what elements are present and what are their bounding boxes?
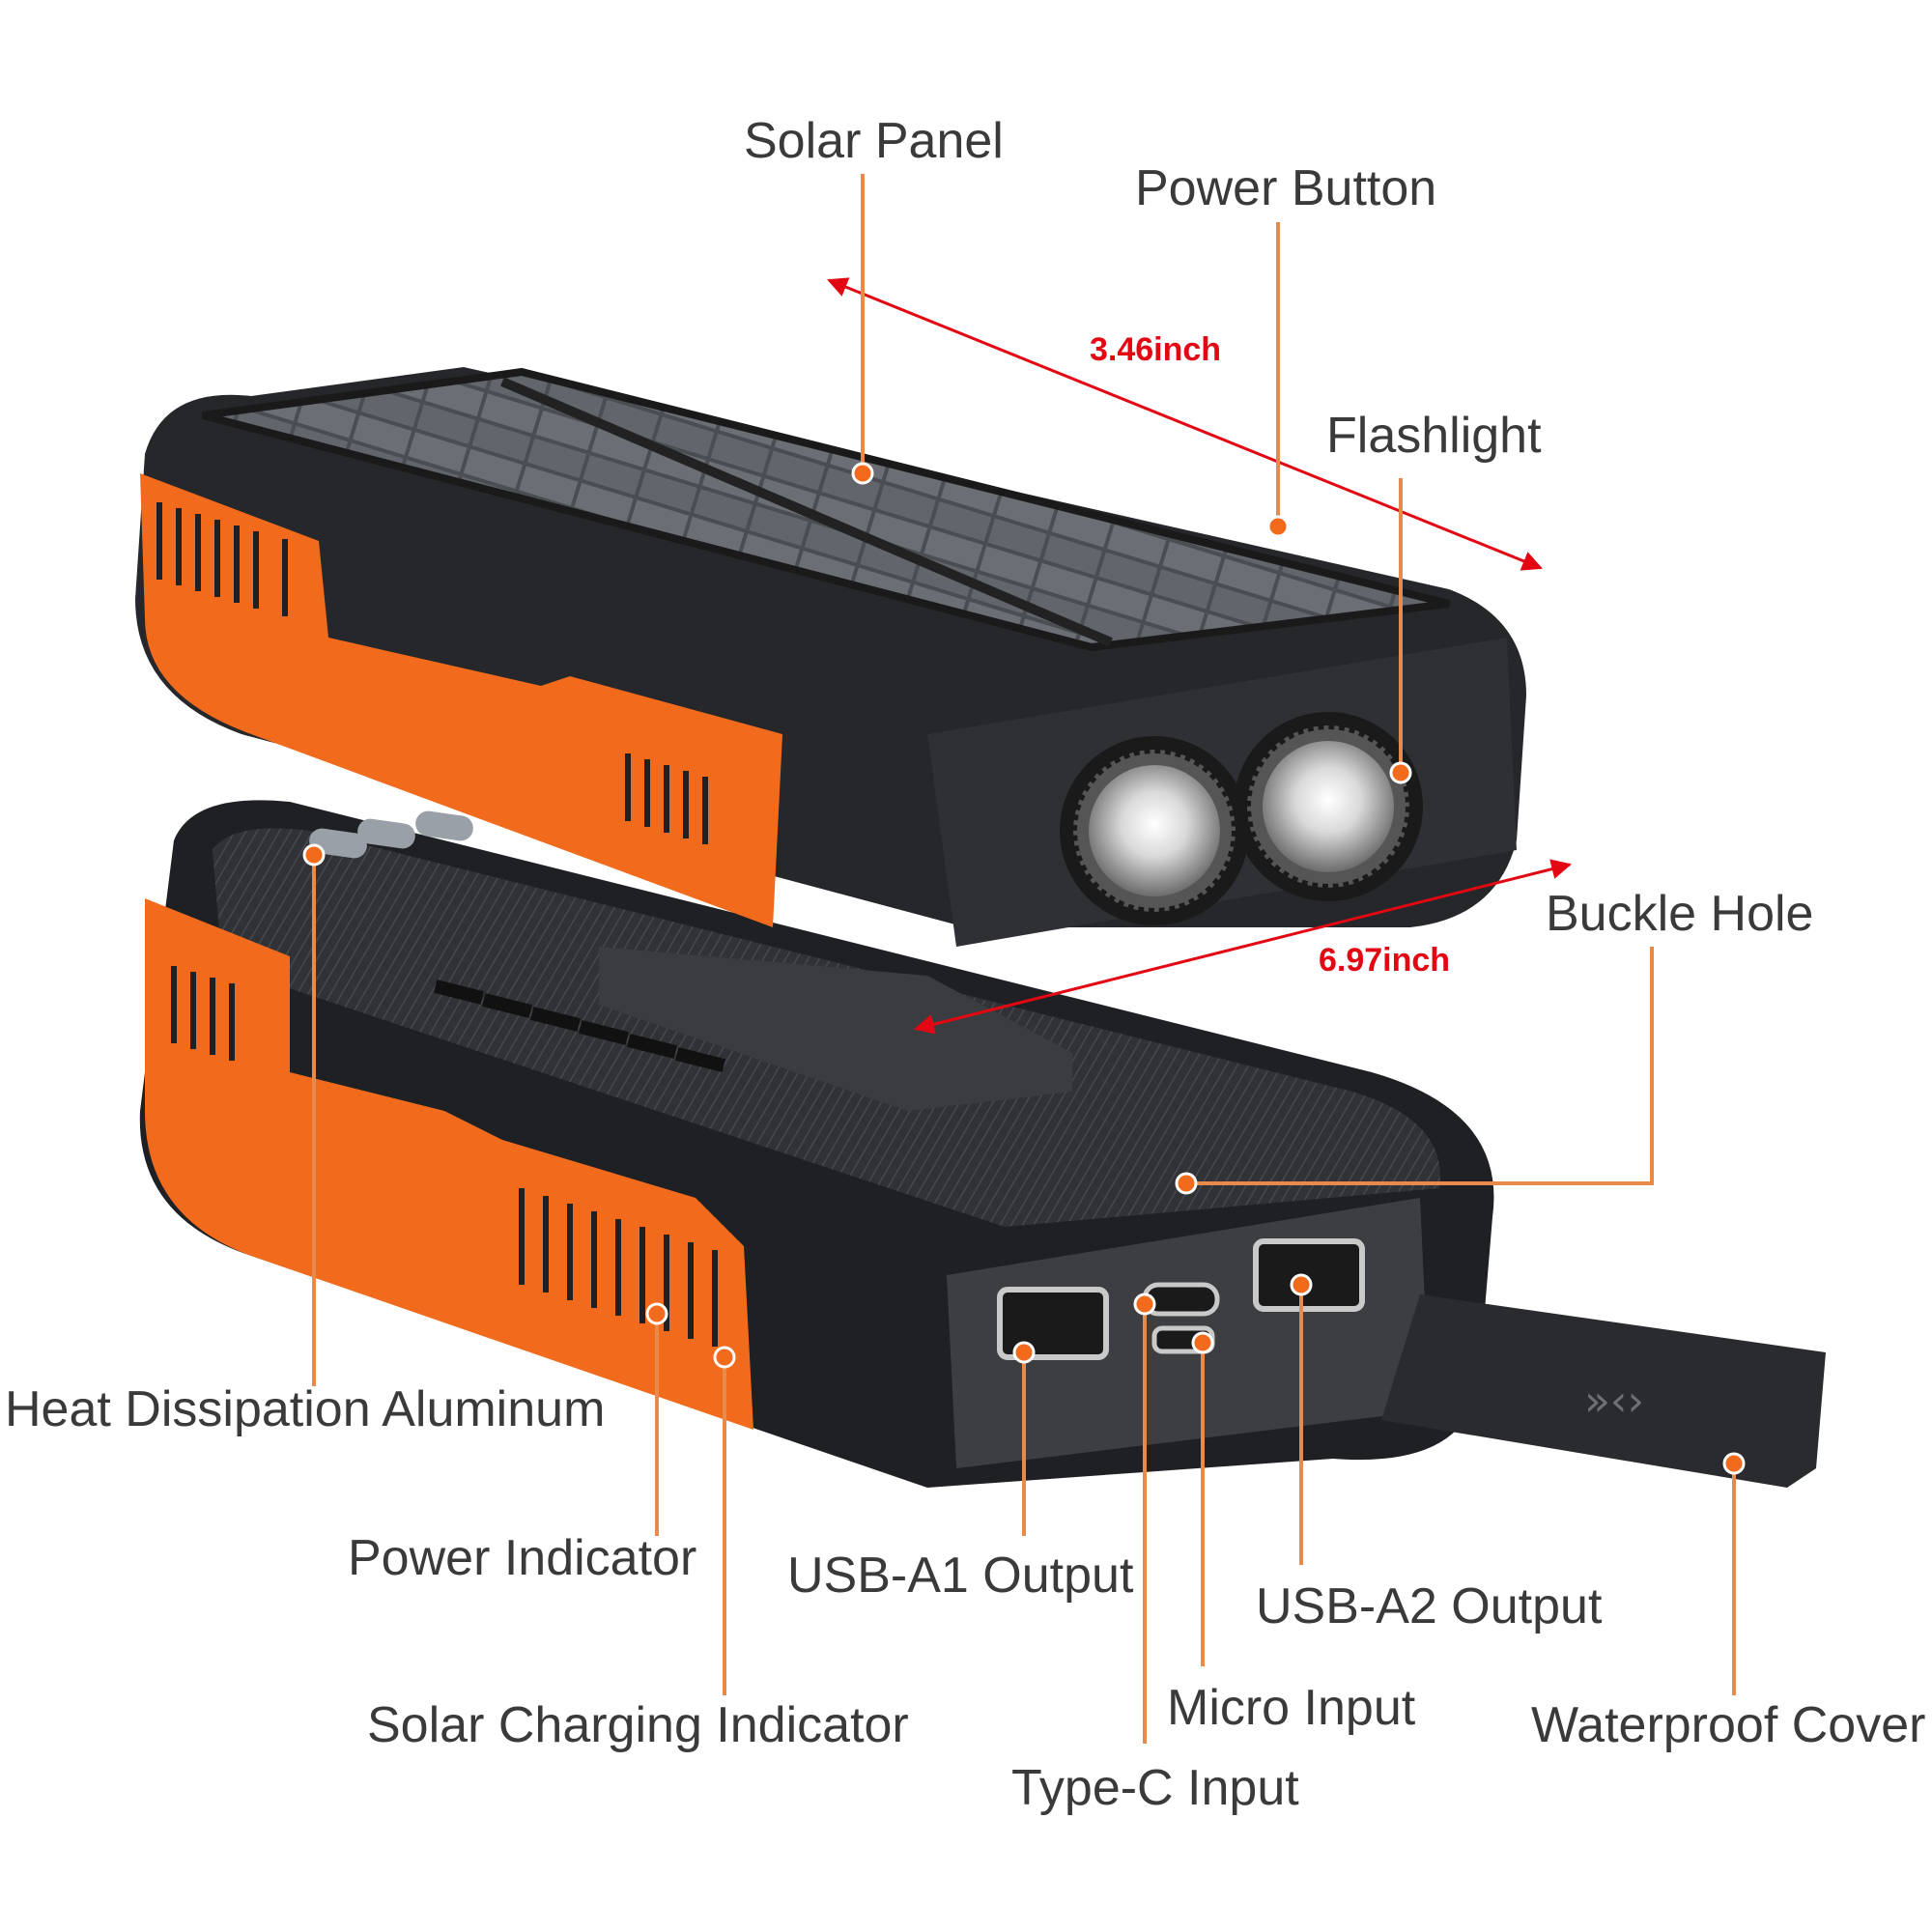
callout-leaders (312, 174, 1736, 1744)
label-usb-a1: USB-A1 Output (787, 1548, 1134, 1604)
label-flashlight: Flashlight (1326, 408, 1542, 464)
upper-bank-orange-side (140, 473, 782, 927)
label-heat-dissipation: Heat Dissipation Aluminum (5, 1381, 605, 1437)
label-power-indicator: Power Indicator (348, 1530, 696, 1586)
label-micro-input: Micro Input (1167, 1680, 1416, 1736)
lower-bank-orange-side (145, 898, 753, 1430)
kickstand-panel (599, 947, 1072, 1111)
waterproof-cover-flap (1381, 1294, 1826, 1488)
length-dimension-arrow (913, 859, 1573, 1035)
usb-a2-port (1253, 1238, 1365, 1312)
width-dimension-arrow (827, 277, 1543, 571)
usb-a1-port (997, 1287, 1109, 1360)
solar-panel (201, 367, 1450, 652)
label-power-button: Power Button (1135, 160, 1436, 216)
side-grip-ribs (434, 980, 725, 1072)
type-c-port (1142, 1282, 1220, 1317)
label-usb-a2: USB-A2 Output (1256, 1578, 1603, 1634)
callout-dots (302, 462, 1746, 1475)
length-dimension-label: 6.97inch (1319, 942, 1450, 979)
cover-logo-icon: »‹› (1584, 1377, 1644, 1426)
width-dimension-label: 3.46inch (1090, 331, 1221, 368)
flashlight-right (1234, 712, 1423, 901)
solar-panel-divider (500, 377, 1113, 647)
label-waterproof-cover: Waterproof Cover (1531, 1697, 1925, 1753)
label-solar-panel: Solar Panel (744, 113, 1004, 169)
label-solar-charging-indicator: Solar Charging Indicator (367, 1697, 909, 1753)
lower-power-bank: »‹› (139, 800, 1826, 1488)
upper-bank-vents (156, 502, 708, 844)
label-buckle-hole: Buckle Hole (1546, 886, 1813, 942)
label-type-c-input: Type-C Input (1011, 1760, 1299, 1816)
flashlight-left (1060, 736, 1249, 925)
